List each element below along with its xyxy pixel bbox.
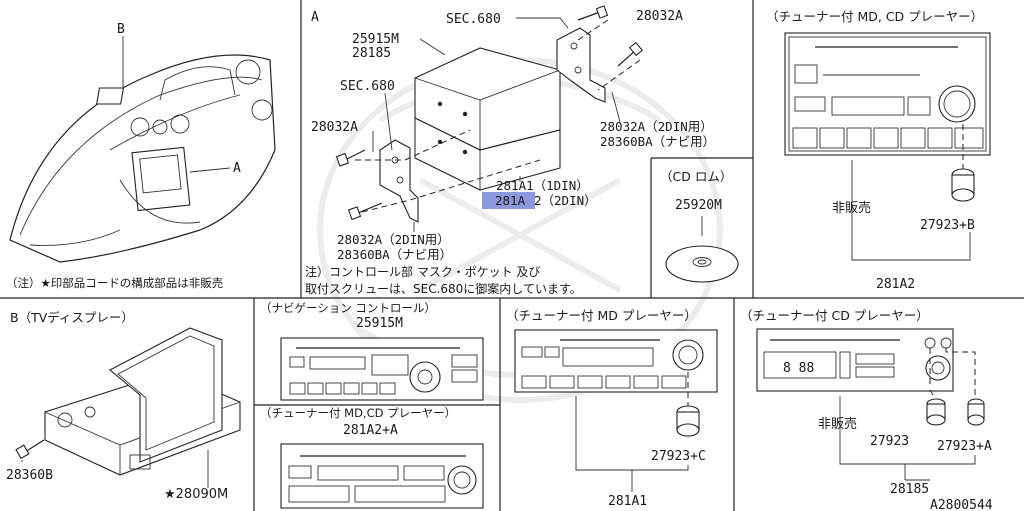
- part-28360ba-navi-bottom: 28360BA（ナビ用）: [337, 247, 452, 262]
- knob-icon-upper: [951, 124, 975, 202]
- part-28360b: 28360B: [6, 468, 53, 483]
- knob-icon-cd-left: [926, 348, 946, 426]
- part-27923a: 27923+A: [937, 439, 992, 454]
- nav-control-unit: [280, 337, 484, 401]
- part-281a1-1din: 281A1（1DIN）: [496, 178, 589, 193]
- part-25920m: 25920M: [675, 198, 722, 213]
- part-28032a-top: 28032A: [636, 9, 683, 24]
- screw-bottom-icon: [347, 202, 383, 221]
- unit-lower-box: [414, 117, 561, 191]
- md-player-unit: [514, 329, 718, 393]
- screw-left-icon: [335, 149, 366, 167]
- callout-a: A: [233, 161, 241, 176]
- cdrom-title: （CD ロム）: [660, 169, 732, 184]
- screw-top-icon: [577, 5, 609, 21]
- part-281a2-2din: 2（2DIN）: [534, 193, 597, 208]
- part-281a1-md: 281A1: [608, 494, 647, 509]
- knob-icon-md: [676, 372, 700, 437]
- part-281a2-upper: 281A2: [876, 277, 915, 292]
- tv-display-drawing: [44, 327, 241, 476]
- note-left: （注）★印部品コードの構成部品は非販売: [6, 276, 223, 290]
- nav-control-title: （ナビゲーション コントロール）: [260, 301, 436, 315]
- part-sec680-top: SEC.680: [446, 12, 501, 27]
- md-cd-lower-title: （チューナー付 MD,CD プレーヤー）: [260, 406, 456, 420]
- leader-upper-right: [851, 160, 971, 261]
- part-25915m-nav: 25915M: [356, 316, 403, 331]
- hihanbai-lower: 非販売: [818, 416, 857, 432]
- dashboard-drawing: [9, 36, 276, 263]
- part-281a2-highlight[interactable]: 281A: [495, 193, 526, 208]
- callout-b: B: [117, 22, 125, 37]
- unit-upper-box: [414, 47, 561, 151]
- bracket-left: [379, 139, 419, 223]
- note-center-line1: 注）コントロール部 マスク・ポケット 及び: [305, 264, 540, 279]
- part-28032a-2din-bottom: 28032A（2DIN用）: [337, 232, 450, 247]
- part-281a2a: 281A2+A: [343, 423, 398, 438]
- part-28032a-left: 28032A: [311, 120, 358, 135]
- section-a-label: A: [311, 10, 319, 25]
- part-27923c: 27923+C: [651, 449, 706, 464]
- cd-player-unit: 8 88: [756, 328, 954, 392]
- leader-cd: [839, 396, 976, 481]
- cd-rom-disc-icon: [665, 216, 739, 283]
- part-28032a-2din-right: 28032A（2DIN用）: [600, 119, 713, 134]
- cd-player-title: （チューナー付 CD プレーヤー）: [740, 308, 929, 323]
- part-27923: 27923: [870, 434, 909, 449]
- diagram-id: A2800544: [930, 498, 993, 511]
- part-25915m-a: 25915M: [352, 32, 399, 47]
- tv-display-title: B（TVディスプレー）: [10, 310, 134, 325]
- part-28090m: ★28090M: [164, 487, 228, 502]
- md-cd-upper-title: （チューナー付 MD, CD プレーヤー）: [766, 9, 983, 24]
- highlight-box[interactable]: [482, 192, 535, 209]
- md-cd-player-upper: [784, 32, 991, 156]
- part-28185-cd: 28185: [890, 482, 929, 497]
- part-sec680-left: SEC.680: [340, 79, 395, 94]
- screw-tv-icon: [15, 439, 45, 460]
- md-cd-player-lower: [280, 443, 484, 509]
- part-27923b: 27923+B: [920, 218, 975, 233]
- note-center-line2: 取付スクリューは、SEC.680に御案内しています。: [305, 281, 582, 296]
- md-player-title: （チューナー付 MD プレーヤー）: [506, 308, 697, 323]
- hihanbai-upper: 非販売: [832, 200, 871, 216]
- knob-icon-cd-right: [945, 348, 985, 426]
- section-a-leaders: [355, 17, 641, 232]
- part-28185-a: 28185: [352, 46, 391, 61]
- screw-right-icon: [617, 41, 644, 67]
- part-28360ba-navi-right: 28360BA（ナビ用）: [600, 134, 715, 149]
- cd-display-readout: 8 88: [783, 361, 814, 376]
- bracket-right: [556, 27, 606, 103]
